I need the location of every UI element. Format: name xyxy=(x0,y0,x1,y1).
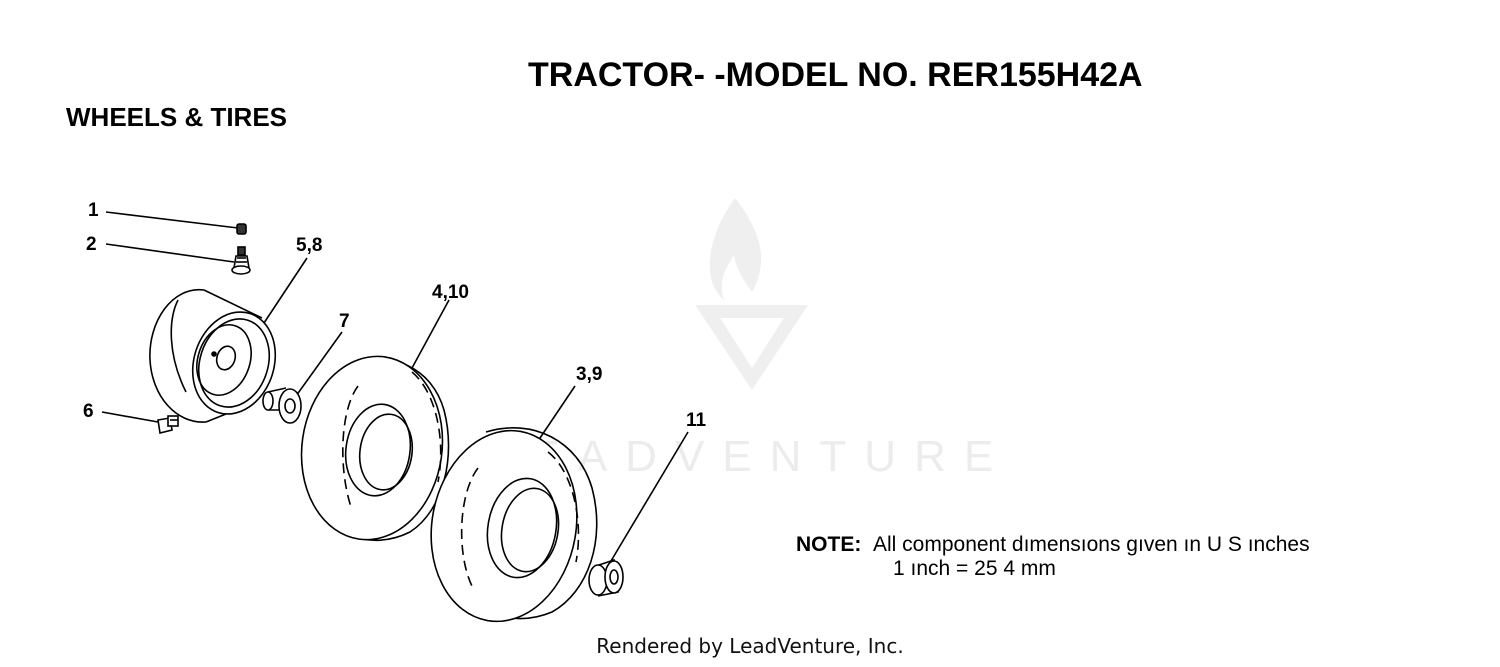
tire-3-9-icon xyxy=(430,427,598,623)
callout-11: 11 xyxy=(686,410,707,431)
callout-6: 6 xyxy=(83,401,94,422)
note-label: NOTE: xyxy=(796,533,862,556)
callout-5-8: 5,8 xyxy=(296,235,323,256)
callout-3-9: 3,9 xyxy=(576,364,603,385)
spacer-icon xyxy=(262,387,302,424)
watermark-text: LEADVENTURE xyxy=(488,432,1012,481)
bushing-icon xyxy=(588,558,624,597)
leader-lines xyxy=(101,211,689,567)
wheel-rim-icon xyxy=(149,289,277,423)
callout-4-10: 4,10 xyxy=(432,282,469,303)
callout-1: 1 xyxy=(88,200,99,221)
bolt-icon xyxy=(157,415,179,434)
note-line-1: All component dımensıons gıven ın U S ın… xyxy=(873,533,1310,556)
valve-cap-icon xyxy=(236,223,247,235)
section-title: WHEELS & TIRES xyxy=(66,102,288,132)
callout-7: 7 xyxy=(339,311,350,332)
callout-2: 2 xyxy=(86,234,97,255)
page-title: TRACTOR- -MODEL NO. RER155H42A xyxy=(528,56,1143,94)
dimension-note: NOTE: All component dımensıons gıven ın … xyxy=(796,533,1310,581)
tire-4-10-icon xyxy=(300,355,450,542)
valve-stem-icon xyxy=(231,246,251,275)
note-line-2: 1 ınch = 25 4 mm xyxy=(893,557,1056,580)
footer-credit: Rendered by LeadVenture, Inc. xyxy=(596,634,904,658)
